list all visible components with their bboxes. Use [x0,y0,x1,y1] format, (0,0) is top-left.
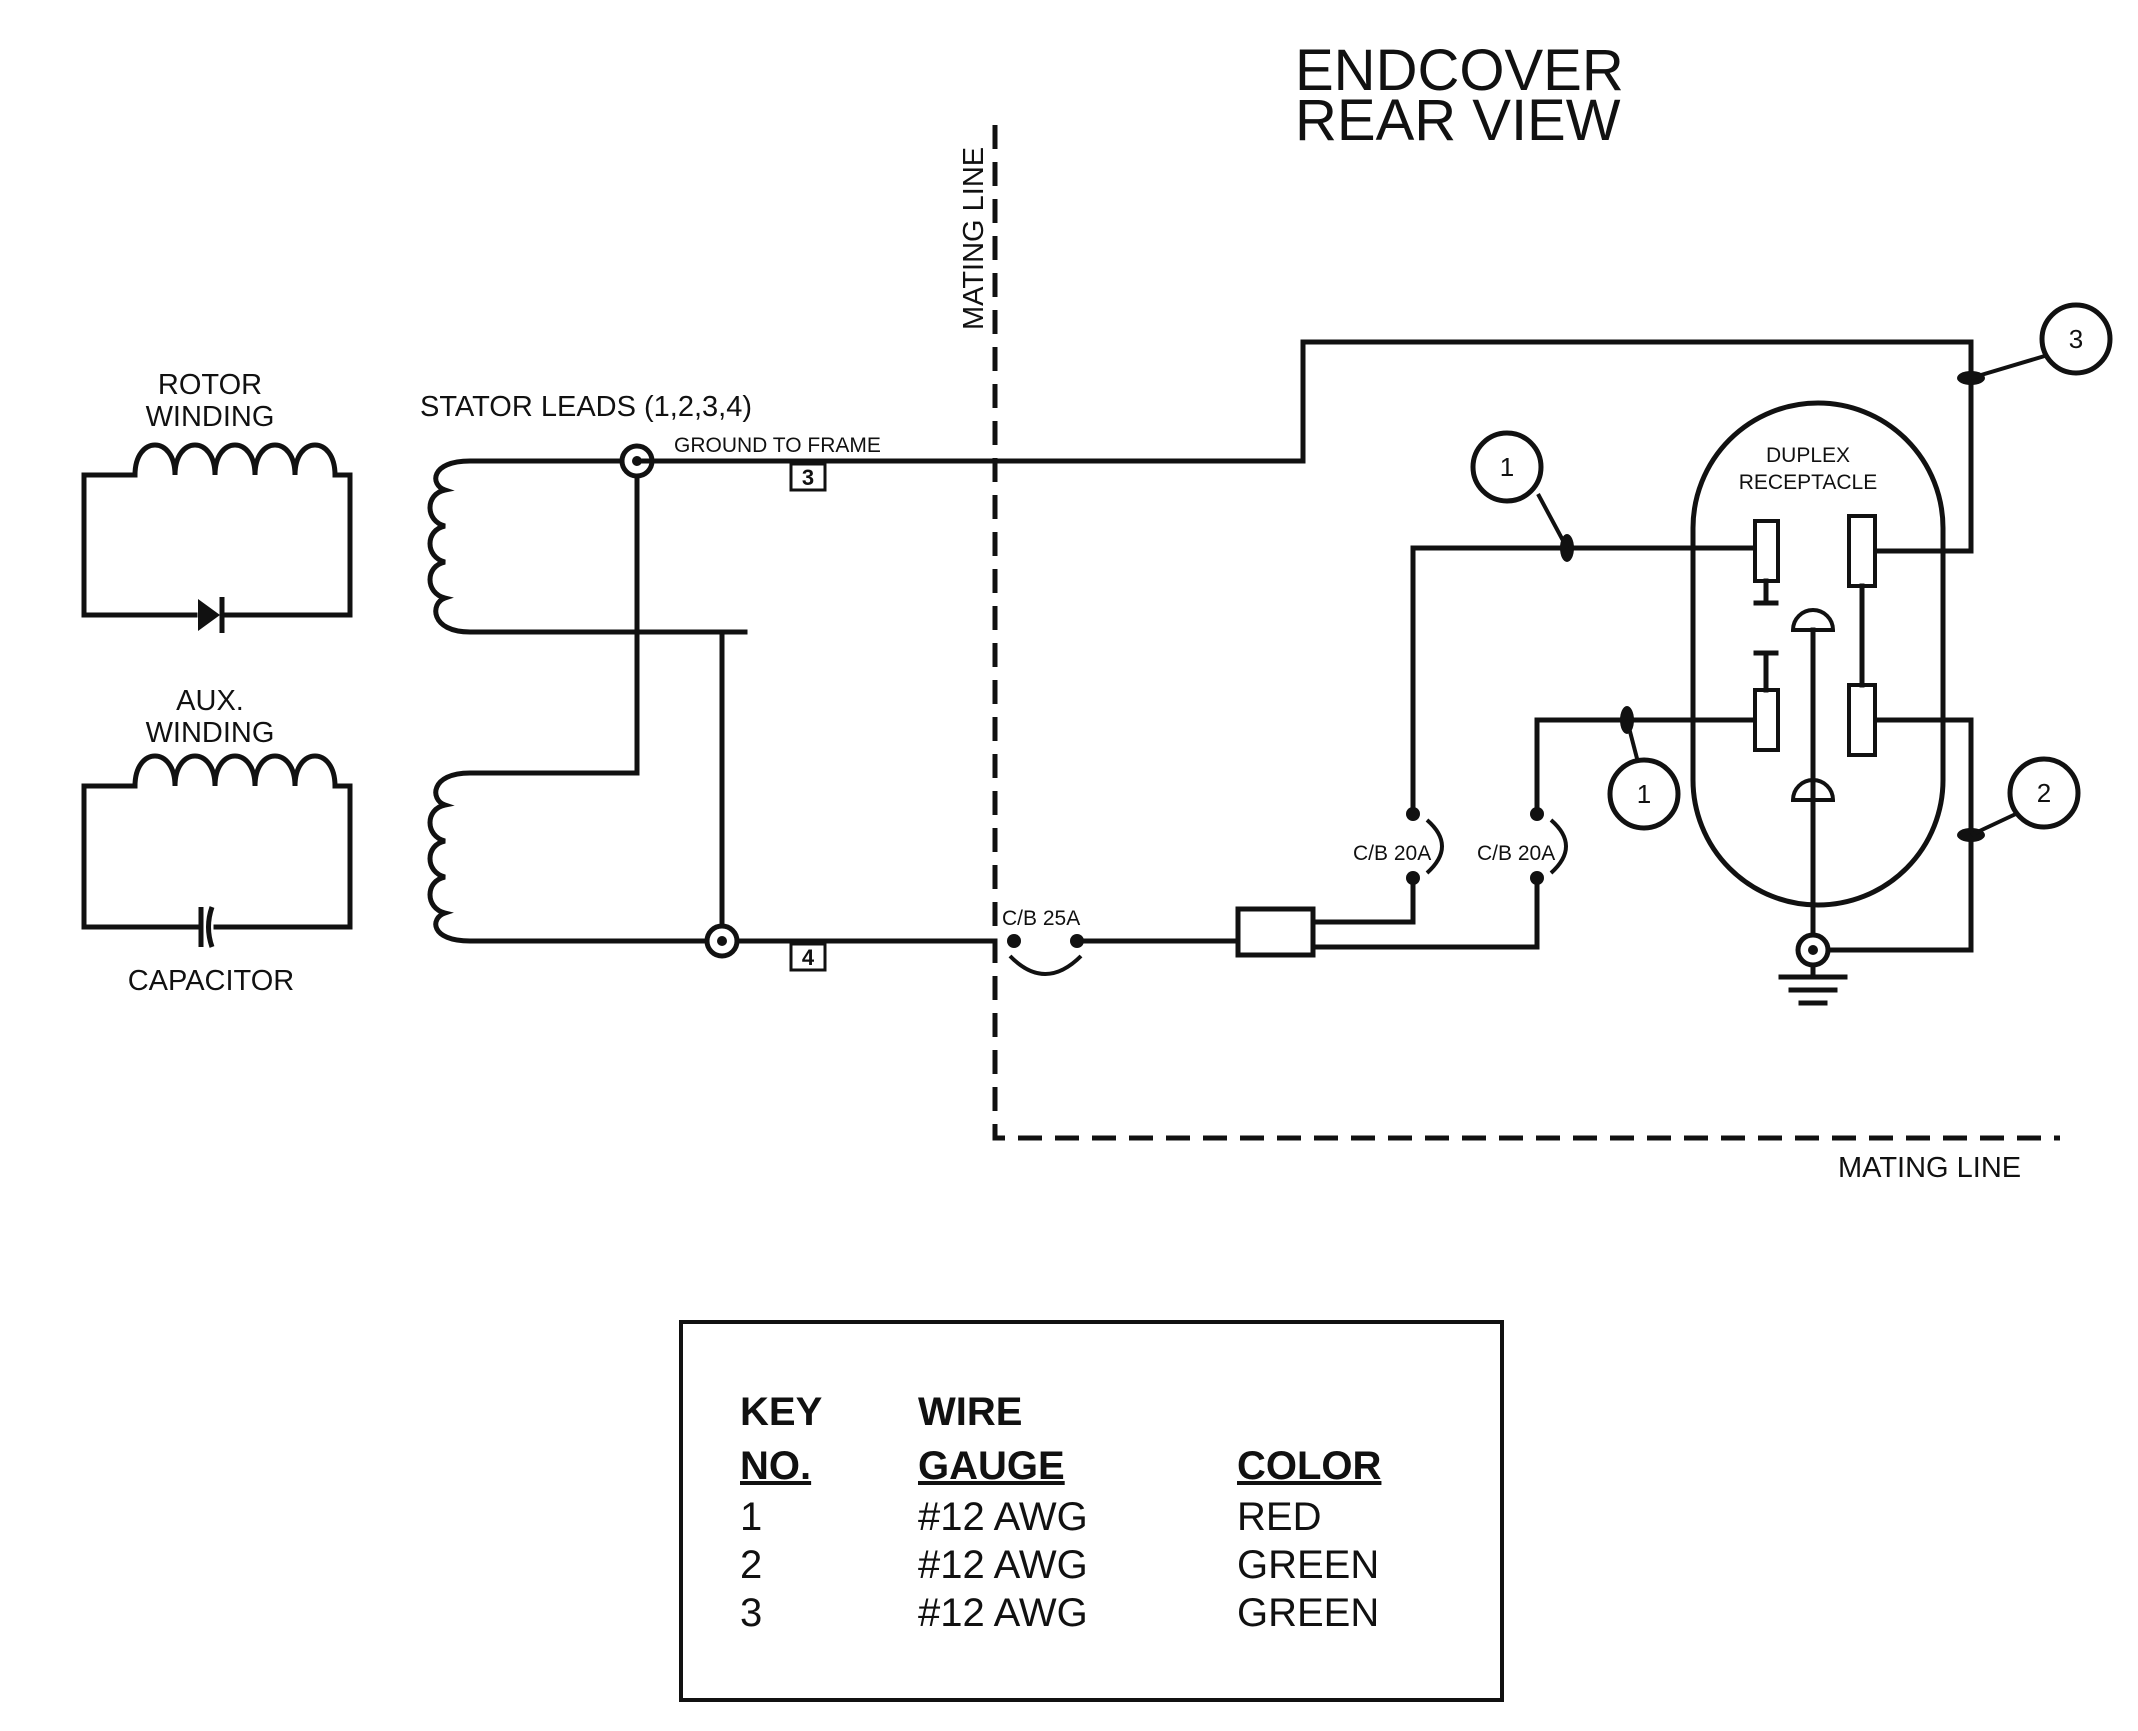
cb-20a-left-label: C/B 20A [1353,842,1431,865]
lead-4-tag: 4 [802,945,815,970]
callout-wire-3: 3 [1957,302,2113,385]
key-row-key: 3 [740,1591,762,1635]
rotor-winding: ROTOR WINDING [81,369,353,633]
key-row-key: 2 [740,1543,762,1587]
circuit-breaker-25a-icon [1007,934,1084,976]
key-row-key: 1 [740,1495,762,1539]
lead-3-tag: 3 [802,465,814,490]
key-row-gauge: #12 AWG [918,1591,1088,1635]
terminal-lead-4-icon [704,923,740,959]
key-header-gauge-2: GAUGE [918,1444,1065,1488]
key-row-gauge: #12 AWG [918,1495,1088,1539]
aux-winding-label-2: WINDING [146,717,275,749]
svg-text:1: 1 [1637,779,1651,809]
wire-key-table: KEY WIRE NO. GAUGE COLOR 1 #12 AWG RED 2… [679,1320,1504,1702]
stator-coil-upper [427,458,748,635]
duplex-receptacle-label-2: RECEPTACLE [1739,471,1877,494]
title-line-1: ENDCOVER [1295,38,1624,103]
cb-right-to-receptacle-wire [1534,717,1758,817]
key-row-color: RED [1237,1495,1321,1539]
key-row-gauge: #12 AWG [918,1543,1088,1587]
key-header-key-1: KEY [740,1390,823,1434]
key-row-color: GREEN [1237,1591,1379,1635]
duplex-receptacle-label-1: DUPLEX [1766,444,1850,467]
title-line-2: REAR VIEW [1295,88,1621,153]
duplex-receptacle: DUPLEX RECEPTACLE [1690,400,1946,938]
svg-text:1: 1 [1500,452,1514,482]
ground-symbol-icon [1778,932,1848,1006]
fuse-to-cb-left-wire [1310,875,1416,925]
cb-20a-right-label: C/B 20A [1477,842,1555,865]
rotor-winding-label-2: WINDING [146,401,275,433]
key-header-color: COLOR [1237,1444,1382,1488]
mating-line-boundary [992,125,2060,1141]
key-header-key-2: NO. [740,1444,811,1488]
rectifier-diode-icon [198,597,225,633]
mating-line-horizontal-label: MATING LINE [1838,1152,2021,1184]
key-header-gauge-1: WIRE [918,1390,1022,1434]
wire-2 [1813,717,1974,953]
svg-text:3: 3 [2069,324,2083,354]
lead-3-wire [634,339,1974,554]
rotor-winding-label-1: ROTOR [158,369,262,401]
callout-wire-2: 2 [1957,756,2081,842]
cb-left-to-receptacle-wire [1410,545,1758,817]
stator-leads-label: STATOR LEADS (1,2,3,4) [420,391,752,423]
callout-lower-1: 1 [1607,706,1681,831]
stator-coil-lower [427,770,998,944]
mating-line-vertical-label: MATING LINE [958,147,990,330]
capacitor-label: CAPACITOR [128,965,295,997]
callout-upper-1: 1 [1470,430,1574,562]
aux-winding-label-1: AUX. [176,685,244,717]
ground-to-frame-label: GROUND TO FRAME [674,434,881,457]
fuse-icon [1235,906,1316,958]
svg-text:2: 2 [2037,778,2051,808]
key-row-color: GREEN [1237,1543,1379,1587]
capacitor-icon [198,906,215,948]
cb-25a-label: C/B 25A [1002,907,1080,930]
fuse-to-cb-right-wire [1310,875,1540,950]
aux-winding: AUX. WINDING CAPACITOR [81,685,353,997]
